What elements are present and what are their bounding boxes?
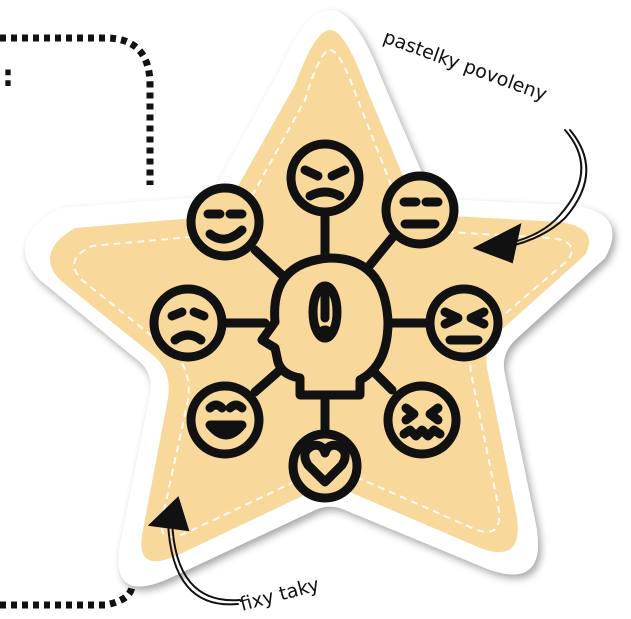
top-arrow-icon [472, 129, 588, 264]
top-annotation: pastelky povoleny [380, 26, 550, 106]
sad-face-icon [149, 284, 227, 362]
emotions-network-icon [149, 139, 503, 503]
angry-face-icon [286, 139, 364, 217]
squinting-face-icon [425, 284, 503, 362]
confounded-face-icon [383, 381, 461, 459]
smirking-face-icon [186, 183, 264, 261]
head-with-exclamation-icon [257, 253, 393, 400]
edge-mark: : [2, 59, 14, 94]
heart-icon [288, 429, 362, 503]
neutral-face-icon [381, 171, 459, 249]
dotted-frame [0, 34, 154, 609]
bottom-arrow-icon [147, 496, 241, 606]
laughing-face-icon [186, 381, 264, 459]
bottom-annotation: fixy taky [238, 574, 322, 616]
